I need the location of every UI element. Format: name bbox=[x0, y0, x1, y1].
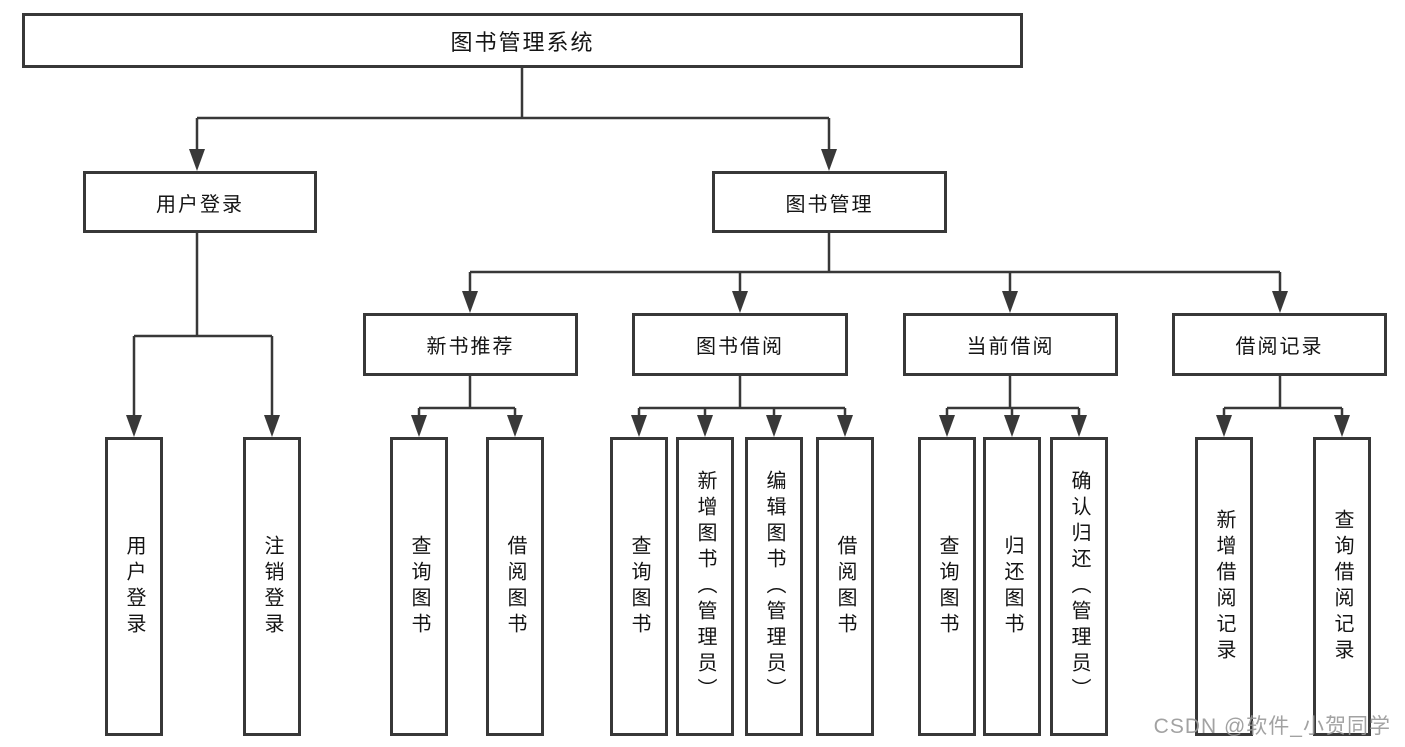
leaf-bb-add-books-admin: 新增图书（管理员） bbox=[676, 437, 734, 736]
leaf-cb-confirm-return-admin: 确认归还（管理员） bbox=[1050, 437, 1108, 736]
leaf-cb-query-books: 查询图书 bbox=[918, 437, 976, 736]
node-new-book-recommendation: 新书推荐 bbox=[363, 313, 578, 376]
leaf-user-login: 用户登录 bbox=[105, 437, 163, 736]
leaf-bb-query-books: 查询图书 bbox=[610, 437, 668, 736]
node-current-borrowing: 当前借阅 bbox=[903, 313, 1118, 376]
leaf-br-query-record: 查询借阅记录 bbox=[1313, 437, 1371, 736]
leaf-bb-borrow-books: 借阅图书 bbox=[816, 437, 874, 736]
leaf-logout: 注销登录 bbox=[243, 437, 301, 736]
node-book-borrowing: 图书借阅 bbox=[632, 313, 848, 376]
csdn-watermark: CSDN @软件_小贺同学 bbox=[1153, 715, 1391, 738]
leaf-bb-edit-books-admin: 编辑图书（管理员） bbox=[745, 437, 803, 736]
leaf-rec-borrow-books: 借阅图书 bbox=[486, 437, 544, 736]
leaf-cb-return-books: 归还图书 bbox=[983, 437, 1041, 736]
node-borrowing-records: 借阅记录 bbox=[1172, 313, 1387, 376]
node-system-root: 图书管理系统 bbox=[22, 13, 1023, 68]
node-book-management: 图书管理 bbox=[712, 171, 947, 233]
leaf-br-add-record: 新增借阅记录 bbox=[1195, 437, 1253, 736]
node-user-login: 用户登录 bbox=[83, 171, 317, 233]
arrowheads bbox=[126, 149, 1350, 437]
leaf-rec-query-books: 查询图书 bbox=[390, 437, 448, 736]
